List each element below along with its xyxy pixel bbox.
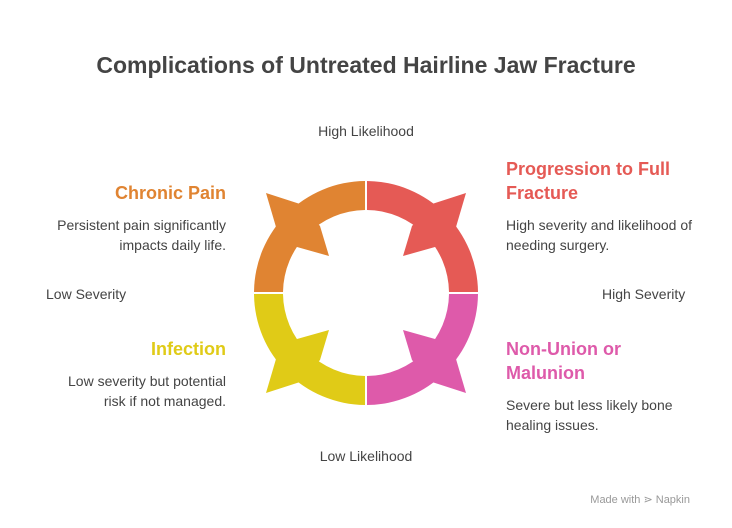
quadrant-desc: Persistent pain significantly impacts da… [57, 217, 226, 253]
quadrant-desc: Low severity but potential risk if not m… [68, 373, 226, 409]
quadrant-title: Infection [151, 339, 226, 359]
arrow-icon [266, 330, 329, 393]
axis-top-label: High Likelihood [318, 123, 414, 139]
quadrant-infection: Infection Low severity but potential ris… [26, 337, 226, 411]
quadrant-title: Chronic Pain [114, 183, 226, 203]
quadrant-desc: High severity and likelihood of needing … [506, 217, 692, 253]
arrow-icon [403, 193, 466, 256]
quadrant-progression: Progression to Full Fracture High severi… [506, 157, 706, 255]
arrow-icon [266, 193, 329, 256]
quadrant-title: Non-Union or Malunion [506, 339, 621, 383]
axis-right-label: High Severity [602, 286, 686, 302]
quadrant-non-union: Non-Union or Malunion Severe but less li… [506, 337, 673, 435]
axis-bottom-label: Low Likelihood [319, 448, 413, 464]
arrow-icon [403, 330, 466, 393]
ring-segment-infection [254, 294, 365, 405]
page-title: Complications of Untreated Hairline Jaw … [96, 52, 636, 78]
ring-segment-non-union [367, 294, 478, 405]
quadrant-desc: Severe but less likely bone healing issu… [506, 397, 673, 433]
axis-left-label: Low Severity [46, 286, 127, 302]
ring-segment-chronic-pain [254, 181, 365, 292]
napkin-footer: Made with ⋗ Napkin [590, 494, 690, 506]
quadrant-title: Progression to Full Fracture [506, 159, 671, 203]
quadrant-chronic-pain: Chronic Pain Persistent pain significant… [26, 181, 226, 255]
ring-segment-progression [367, 181, 478, 292]
